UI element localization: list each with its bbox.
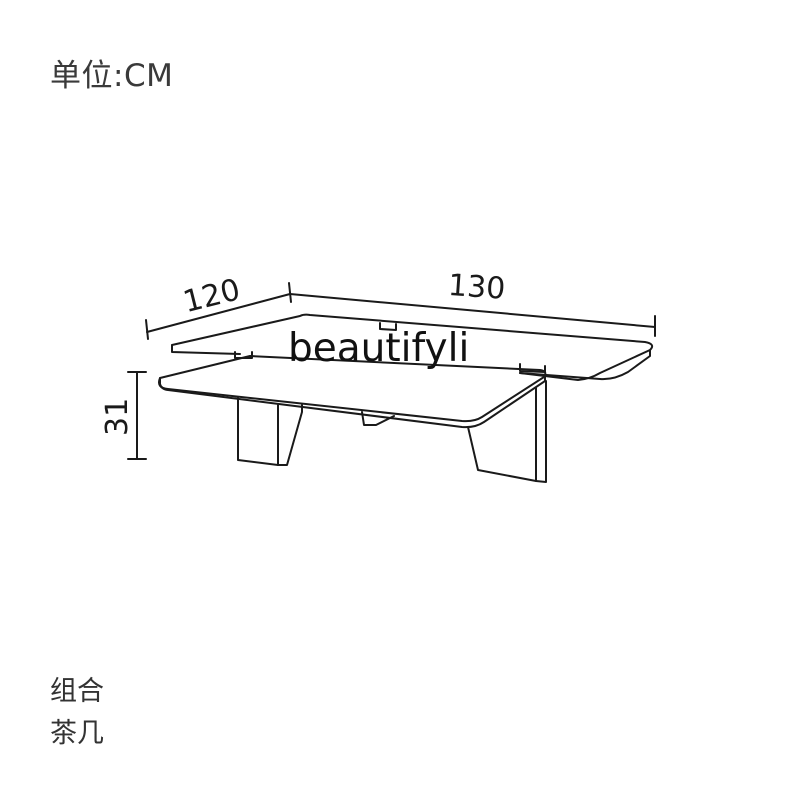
depth-dimension-tick-left [145, 319, 149, 340]
unit-label: 单位:CM [50, 58, 174, 94]
depth-dimension-tick-right [288, 282, 292, 303]
depth-dimension-label: 120 [180, 272, 244, 320]
leg-front-left [237, 397, 303, 466]
lower-tabletop-thickness [159, 375, 546, 429]
leg-front-right [467, 380, 547, 483]
caption-line-2: 茶几 [50, 718, 104, 749]
depth-dimension-line [146, 293, 291, 333]
leg-back-center [361, 411, 395, 426]
height-dimension-label: 31 [100, 398, 135, 436]
watermark: beautifyli [288, 326, 470, 371]
caption-line-1: 组合 [50, 676, 104, 707]
width-dimension-label: 130 [447, 268, 507, 307]
upper-tabletop-edge [519, 349, 651, 381]
notch-back [379, 322, 397, 331]
width-dimension-line [289, 293, 656, 328]
notch-right [519, 363, 546, 373]
